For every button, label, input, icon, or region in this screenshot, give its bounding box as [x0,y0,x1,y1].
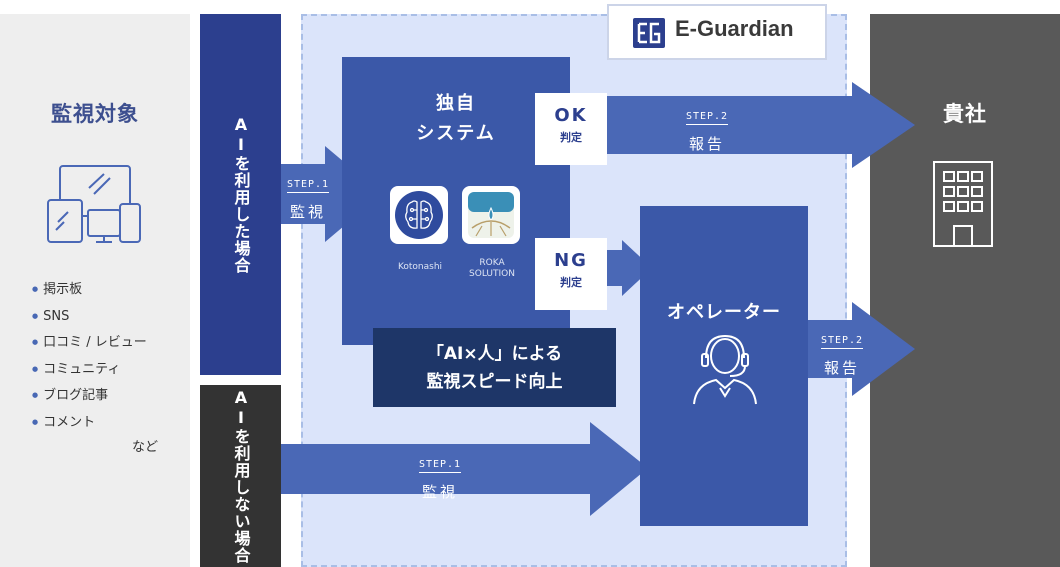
kotonashi-tool [390,186,448,244]
ok-label: OK [554,105,588,126]
list-item: 掲示板 [32,276,147,303]
roka-label: ROKA SOLUTION [469,258,515,279]
monitor-targets-title: 監視対象 [51,102,139,126]
ng-label: NG [554,250,588,271]
system-title: 独自 システム [416,93,496,144]
step1-ai-label: STEP.1 監視 [286,172,330,222]
step-tag: STEP.1 [286,179,330,193]
etc-label: など [132,440,159,455]
headset-operator-icon [693,334,757,405]
ok-judgement: OK 判定 [535,93,607,165]
step-tag: STEP.2 [820,335,864,349]
building-icon [933,161,993,247]
arrow-ng-to-operator [605,240,652,296]
devices-icon [47,165,141,243]
arrow-step1-noai [281,422,648,516]
with-ai-band: AIを利用した場合 [200,14,281,375]
step2-ok-label: STEP.2 報告 [672,104,742,154]
ok-sub-label: 判定 [560,131,582,144]
proprietary-system-box [342,57,570,345]
operator-title: オペレーター [667,302,781,323]
brain-icon [395,191,443,239]
step-text: 監視 [289,203,326,221]
list-item: SNS [32,303,147,330]
operator-box [640,206,808,526]
client-panel [870,14,1060,567]
kotonashi-label: Kotonashi [397,262,443,272]
step-text: 報告 [823,359,860,377]
e-guardian-logo-icon [633,18,665,48]
arrow-ok-to-client [600,82,915,168]
step2-operator-label: STEP.2 報告 [812,328,872,378]
ng-judgement: NG 判定 [535,238,607,310]
step-tag: STEP.2 [685,111,729,125]
step-tag: STEP.1 [418,459,462,473]
step-text: 監視 [421,483,458,501]
roka-tool [462,186,520,244]
list-item: コメント [32,409,147,436]
client-title: 貴社 [943,102,987,126]
list-item: ブログ記事 [32,382,147,409]
ai-human-callout: 「AI×人」による 監視スピード向上 [373,328,616,407]
arrow-operator-to-client [805,302,915,396]
arrow-step1-ai [281,146,382,242]
step1-noai-label: STEP.1 監視 [405,452,475,502]
step-text: 報告 [688,135,725,153]
monitor-target-list: 掲示板 SNS 口コミ / レビュー コミュニティ ブログ記事 コメント [32,276,147,435]
without-ai-band: AIを利用しない場合 [200,385,281,567]
list-item: コミュニティ [32,356,147,383]
brand-name: E-Guardian [675,16,794,41]
ng-sub-label: 判定 [560,276,582,289]
list-item: 口コミ / レビュー [32,329,147,356]
water-drop-icon [468,192,514,238]
